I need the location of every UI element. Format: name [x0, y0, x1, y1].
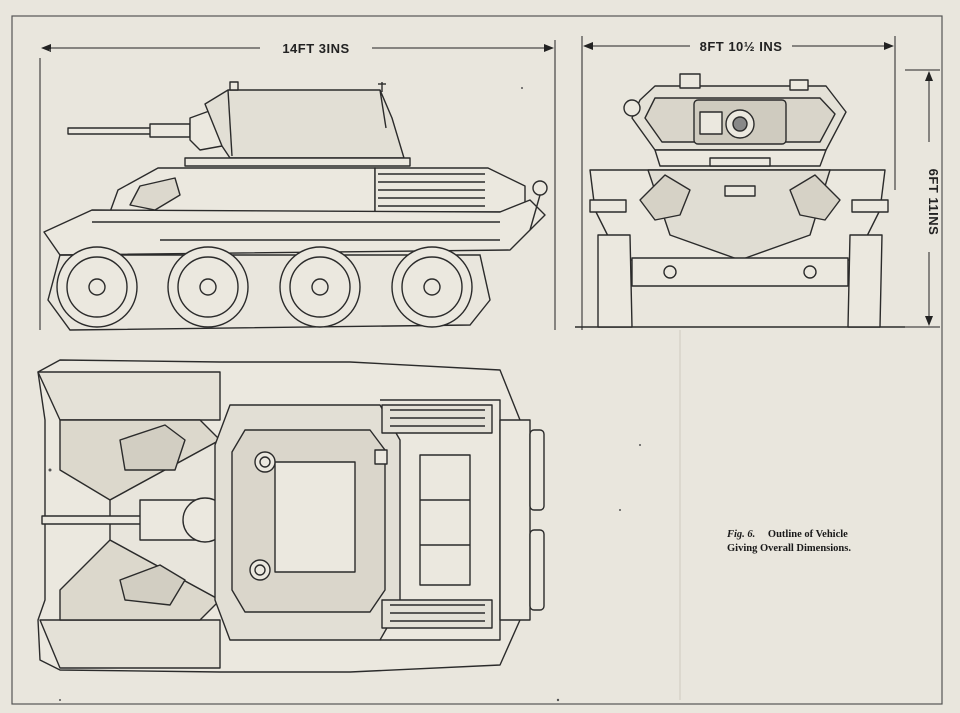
drawing-border [11, 15, 943, 705]
caption-title-line1: Outline of Vehicle [767, 529, 848, 540]
height-dimension [905, 69, 940, 328]
width-label: 8FT 10½ INS [700, 39, 783, 54]
figure-number: Fig. 6. [727, 529, 756, 540]
front-view [575, 73, 905, 328]
length-label: 14FT 3INS [282, 41, 349, 56]
side-view [43, 81, 548, 256]
top-view [37, 359, 545, 673]
height-label: 6FT 11INS [926, 169, 941, 236]
side-view-wheels [47, 246, 491, 331]
length-dimension [39, 40, 556, 330]
caption-title-line2: Giving Overall Dimensions. [727, 543, 851, 554]
figure-caption: Fig. 6. Outline of Vehicle Giving Overal… [727, 528, 927, 556]
width-dimension [581, 36, 896, 330]
paper-specks [48, 49, 641, 702]
